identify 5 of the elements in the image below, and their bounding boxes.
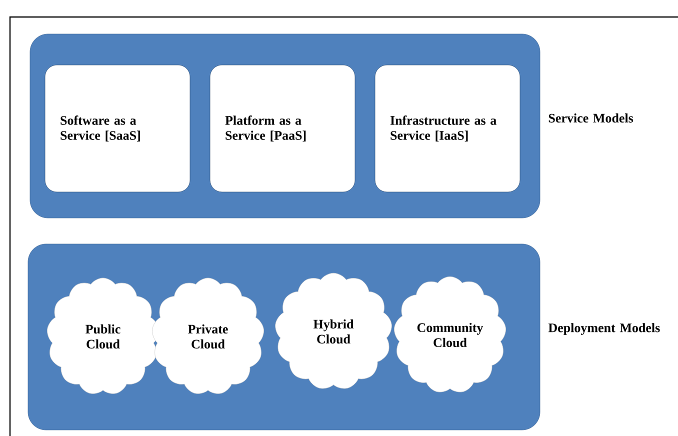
service-box: Platform as a Service [PaaS] — [210, 64, 356, 192]
band-heading: Service Models — [548, 113, 634, 123]
band-heading: Deployment Models — [548, 323, 660, 335]
service-box: Software as a Service [SaaS] — [44, 64, 190, 192]
service-box: Infrastructure as a Service [IaaS] — [374, 64, 520, 192]
